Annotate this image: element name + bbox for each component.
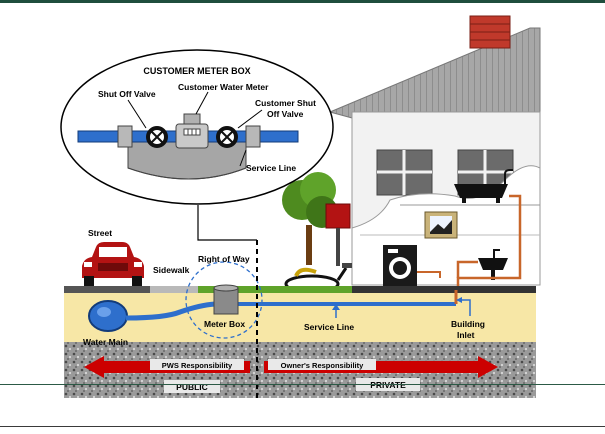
meter-box [213,284,239,315]
inset-customer-shut-off-valve [216,126,238,148]
building-inlet-label-1: Building [451,319,485,329]
mailbox-icon [325,203,351,266]
customer-shut-off-valve-label-1: Customer Shut [255,98,316,108]
customer-water-meter-label: Customer Water Meter [178,82,269,92]
street-label: Street [88,228,112,238]
window-left [376,149,433,196]
inset-water-meter [175,113,209,149]
picture-frame-icon [424,211,458,239]
sink-icon [478,249,508,280]
water-main-label: Water Main [83,337,128,347]
footer-rule [0,426,605,427]
street-surface [64,286,150,293]
shut-off-valve-label: Shut Off Valve [98,89,156,99]
meter-box-highlight [185,261,263,339]
owners-responsibility-label: Owner's Responsibility [281,361,364,370]
building-inlet-label-2: Inlet [457,330,475,340]
inset-service-line-label: Service Line [246,163,296,173]
callout-line [197,205,257,241]
service-line-label: Service Line [304,322,354,332]
public-label: PUBLIC [176,382,208,392]
top-border [0,0,605,3]
foundation [352,286,536,293]
meter-box-label: Meter Box [204,319,245,329]
sidewalk-label: Sidewalk [153,265,190,275]
sidewalk-surface [150,286,198,293]
customer-shut-off-valve-label-2: Off Valve [267,109,304,119]
meter-box-title: CUSTOMER METER BOX [143,66,250,76]
right-of-way-label: Right of Way [198,254,250,264]
private-label: PRIVATE [370,380,406,390]
inset-shut-off-valve [146,126,168,148]
car-icon [82,242,144,286]
washing-machine-icon [383,245,417,287]
bathtub-icon [454,169,513,203]
interior-plumbing [456,194,522,290]
house [328,15,541,290]
grass-surface [198,286,352,293]
meter-box-inset [60,49,334,205]
pws-service-pipe [125,301,216,321]
pws-responsibility-label: PWS Responsibility [162,361,233,370]
bottom-rule [0,384,605,385]
